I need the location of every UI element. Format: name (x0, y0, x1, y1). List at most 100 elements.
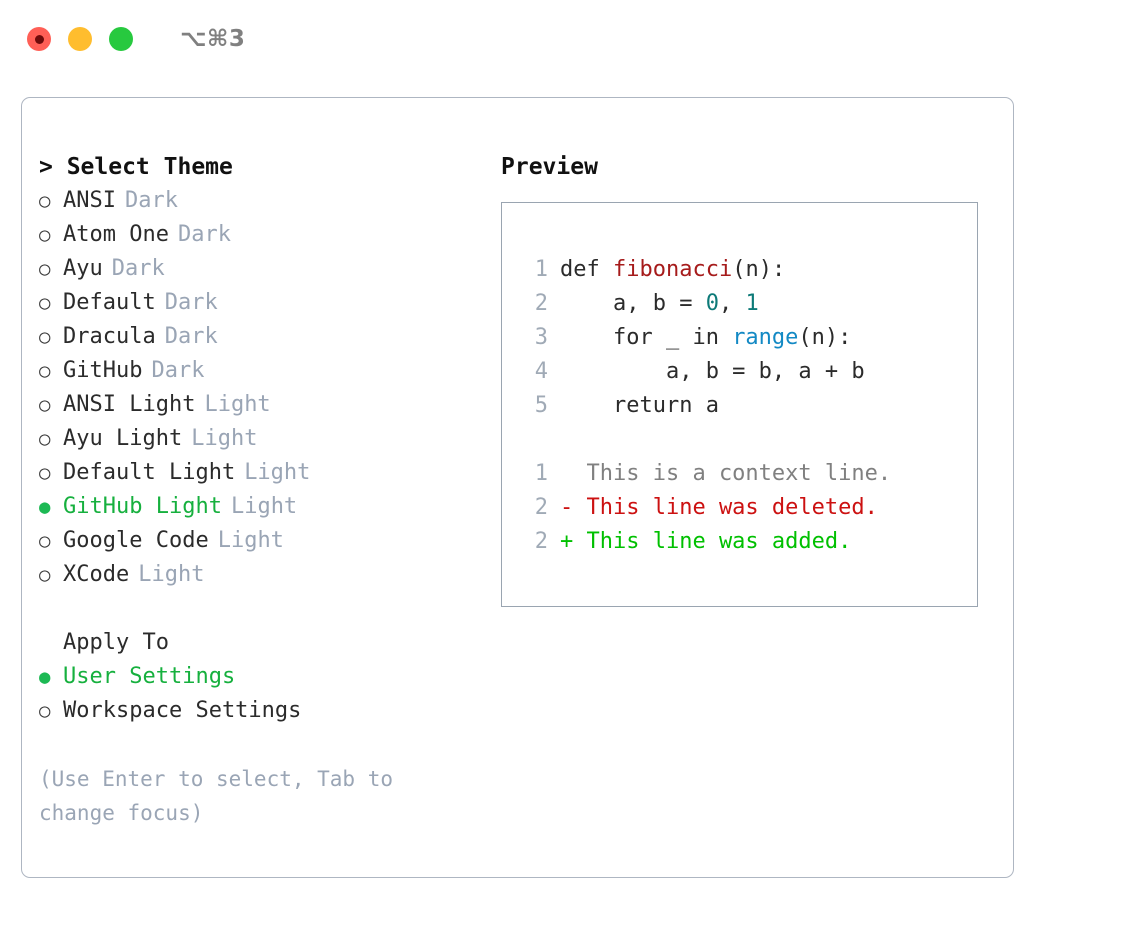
radio-selected-icon: ● (39, 666, 51, 688)
radio-unselected-icon: ○ (39, 190, 51, 212)
apply-to-option-label: Workspace Settings (63, 698, 302, 723)
code-token-plain: def (560, 257, 613, 282)
theme-option-0[interactable]: ○ ANSI Dark (39, 184, 489, 218)
apply-to-heading: Apply To (63, 630, 169, 655)
theme-option-label: Google Code (63, 528, 209, 553)
code-token-num: 1 (745, 291, 759, 316)
code-token-plain: (n): (732, 257, 786, 282)
theme-option-5[interactable]: ○ GitHub Dark (39, 354, 489, 388)
window-titlebar: ⌥⌘3 (0, 0, 1140, 78)
code-line: 4 a, b = b, a + b (520, 355, 971, 389)
preview-heading: Preview (501, 154, 598, 180)
theme-option-label: Default Light (63, 460, 236, 485)
theme-option-label: GitHub Light (63, 494, 222, 519)
code-line: 2 a, b = 0, 1 (520, 287, 971, 321)
diff-line-del: 2 - This line was deleted. (520, 491, 971, 525)
theme-option-label: Default (63, 290, 156, 315)
diff-snippet: 1 This is a context line. 2 - This line wa… (520, 457, 971, 559)
apply-to-option-1[interactable]: ○ Workspace Settings (39, 694, 489, 728)
keyboard-hint: (Use Enter to select, Tab to change focu… (39, 767, 406, 825)
code-token-call: range (732, 325, 799, 350)
theme-variant-tag: Dark (111, 256, 165, 281)
code-token-plain: return a (560, 393, 719, 418)
theme-variant-tag: Dark (124, 188, 178, 213)
close-button-icon[interactable] (27, 27, 51, 51)
theme-variant-tag: Light (204, 392, 271, 417)
diff-line-text: + This line was added. (560, 529, 852, 554)
theme-option-10[interactable]: ○ Google Code Light (39, 524, 489, 558)
theme-option-label: Ayu Light (63, 426, 183, 451)
theme-variant-tag: Light (138, 562, 205, 587)
code-line: 3 for _ in range(n): (520, 321, 971, 355)
code-line-number: 1 (534, 257, 548, 282)
code-line-number: 4 (534, 359, 548, 384)
code-token-plain: (n): (798, 325, 852, 350)
code-line-text: a, b = b, a + b (560, 355, 865, 389)
theme-option-label: XCode (63, 562, 130, 587)
radio-selected-icon: ● (39, 496, 51, 518)
code-line-text: a, b = 0, 1 (560, 287, 759, 321)
hint-spacer (39, 728, 489, 762)
theme-option-label: Ayu (63, 256, 103, 281)
diff-line-ctx: 1 This is a context line. (520, 457, 971, 491)
traffic-lights (27, 27, 133, 51)
keyboard-shortcut-label: ⌥⌘3 (180, 26, 246, 52)
radio-unselected-icon: ○ (39, 428, 51, 450)
theme-option-label: GitHub (63, 358, 143, 383)
radio-unselected-icon: ○ (39, 292, 51, 314)
minimize-button-icon[interactable] (68, 27, 92, 51)
select-theme-heading: > Select Theme (39, 154, 233, 180)
code-diff-separator (520, 423, 971, 457)
apply-to-option-0[interactable]: ● User Settings (39, 660, 489, 694)
section-spacer (39, 592, 489, 626)
apply-to-option-list[interactable]: ● User Settings ○ Workspace Settings (39, 660, 489, 728)
theme-option-label: ANSI (63, 188, 116, 213)
diff-line-number: 1 (534, 461, 548, 486)
code-line-number: 3 (534, 325, 548, 350)
maximize-button-icon[interactable] (109, 27, 133, 51)
apply-to-heading-row: ○ Apply To (39, 626, 489, 660)
theme-option-4[interactable]: ○ Dracula Dark (39, 320, 489, 354)
theme-option-label: Dracula (63, 324, 156, 349)
code-token-num: 0 (705, 291, 719, 316)
theme-option-1[interactable]: ○ Atom One Dark (39, 218, 489, 252)
theme-variant-tag: Dark (164, 324, 218, 349)
code-line-text: for _ in range(n): (560, 321, 851, 355)
theme-variant-tag: Dark (177, 222, 231, 247)
diff-line-text: This is a context line. (560, 461, 892, 486)
radio-unselected-icon: ○ (39, 360, 51, 382)
radio-unselected-icon: ○ (39, 326, 51, 348)
apply-to-option-label: User Settings (63, 664, 236, 689)
code-token-plain: for _ in (560, 325, 733, 350)
apply-to-heading-spacer: ○ (39, 626, 63, 660)
theme-option-label: ANSI Light (63, 392, 196, 417)
theme-option-11[interactable]: ○ XCode Light (39, 558, 489, 592)
diff-line-text: - This line was deleted. (560, 495, 878, 520)
radio-unselected-icon: ○ (39, 530, 51, 552)
diff-line-number: 2 (534, 495, 548, 520)
theme-variant-tag: Light (217, 528, 284, 553)
radio-unselected-icon: ○ (39, 224, 51, 246)
radio-unselected-icon: ○ (39, 462, 51, 484)
theme-option-label: Atom One (63, 222, 169, 247)
code-line: 5 return a (520, 389, 971, 423)
code-line-text: return a (560, 389, 719, 423)
radio-unselected-icon: ○ (39, 700, 51, 722)
diff-line-number: 2 (534, 529, 548, 554)
theme-variant-tag: Dark (151, 358, 205, 383)
radio-unselected-icon: ○ (39, 564, 51, 586)
